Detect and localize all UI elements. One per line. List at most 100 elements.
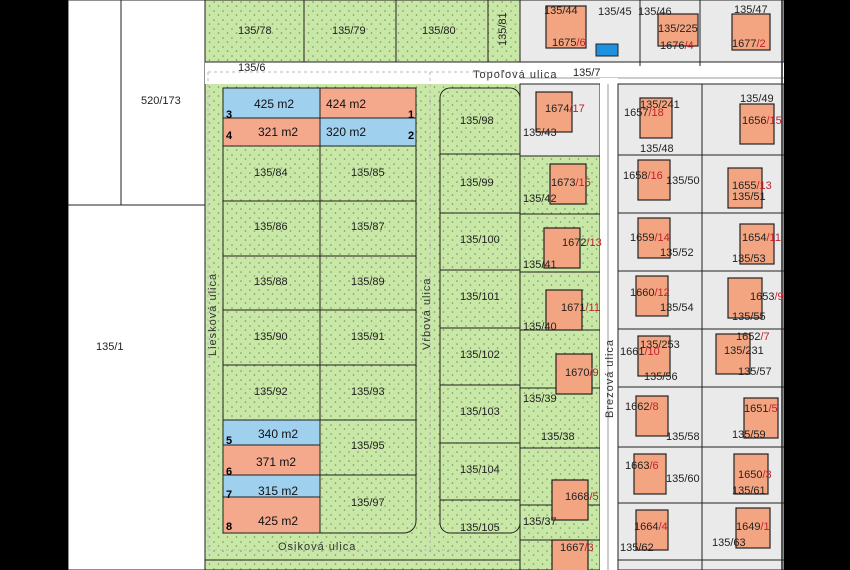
house-id: 1653: [750, 291, 775, 303]
house-id: 1652: [736, 331, 761, 343]
parcel-label: 135/99: [460, 177, 494, 189]
house-id: 1674: [545, 103, 570, 115]
road-brezova: [600, 78, 618, 570]
house-1657: [639, 97, 673, 139]
parcel-label: 135/88: [254, 276, 288, 288]
lot-number: 5: [226, 435, 233, 447]
house-1668: [551, 479, 589, 521]
house-id: 1656: [742, 115, 767, 127]
parcel-label: 135/92: [254, 386, 288, 398]
orientation-number: 4: [687, 40, 694, 52]
lot-3-area: [222, 87, 321, 119]
house-number: 1664/4: [634, 522, 668, 533]
parcel-label: 135/53: [732, 253, 766, 265]
lot-area: 371 m2: [256, 455, 297, 469]
parcel-label: 135/102: [460, 349, 500, 361]
house-number: 1653/9: [750, 292, 784, 303]
house-number: 1663/6: [625, 461, 659, 472]
house-id: 1663: [625, 460, 650, 472]
parcel-label: 135/42: [523, 193, 557, 205]
parcel-label: 135/45: [598, 6, 632, 18]
house-1674: [535, 91, 573, 133]
house-number: 1662/8: [625, 402, 659, 413]
house-1667: [551, 539, 589, 570]
slash-separator: /: [658, 521, 662, 533]
slash-separator: /: [760, 331, 764, 343]
house-number: 1668/5: [565, 492, 599, 503]
orientation-number: 10: [647, 346, 660, 358]
slash-separator: /: [576, 37, 580, 49]
orientation-number: 11: [588, 302, 600, 314]
house-id: 1672: [562, 237, 587, 249]
house-id: 1673: [551, 177, 576, 189]
house-1656: [739, 103, 775, 145]
street-label-vrbova: Vŕbová ulica: [421, 277, 433, 350]
parcel-135-81-area: [487, 0, 521, 63]
house-id: 1657: [624, 107, 649, 119]
house-id: 1670: [565, 367, 590, 379]
house-1676: [657, 13, 699, 47]
parcel-label: 135/54: [660, 302, 694, 314]
house-id: 1662: [625, 401, 650, 413]
slash-separator: /: [774, 291, 778, 303]
orientation-number: 13: [759, 180, 772, 192]
parcel-label: 135/46: [638, 6, 672, 18]
parcel-label: 135/39: [523, 393, 557, 405]
orientation-number: 1: [763, 521, 770, 533]
orientation-number: 11: [769, 232, 781, 244]
parcel-label: 135/62: [620, 542, 654, 554]
street-label-lieskova: Liesková ulica: [207, 272, 219, 356]
orientation-number: 14: [657, 232, 670, 244]
house-1673: [549, 163, 587, 205]
parcel-label: 135/60: [666, 473, 700, 485]
parcel-label: 135/44: [544, 5, 578, 17]
lot-area: 425 m2: [258, 514, 299, 528]
lot-number: 4: [226, 130, 233, 142]
lot-number: 8: [226, 521, 233, 533]
map-canvas: [68, 0, 784, 570]
parcel-label: 135/98: [460, 115, 494, 127]
house-id: 1668: [565, 491, 590, 503]
orientation-number: 17: [572, 103, 585, 115]
house-number: 1654/11: [742, 233, 781, 244]
street-label-topolova: Topoľová ulica: [473, 69, 558, 81]
lot-area: 320 m2: [326, 125, 367, 139]
house-id: 1675: [552, 37, 577, 49]
parcel-label: 135/225: [658, 23, 698, 35]
slash-separator: /: [569, 103, 573, 115]
slash-separator: /: [762, 469, 766, 481]
parcel-label: 135/78: [238, 25, 272, 37]
parcel-label: 135/85: [351, 167, 385, 179]
house-number: 1660/12: [630, 288, 670, 299]
house-1658: [637, 159, 671, 201]
parcel-label: 135/97: [351, 497, 385, 509]
house-1650: [733, 453, 769, 495]
orientation-number: 13: [589, 237, 602, 249]
lot-8-area: [222, 496, 321, 534]
house-number: 1671/11: [561, 303, 600, 314]
parcel-label: 135/93: [351, 386, 385, 398]
lot-number: 3: [226, 109, 233, 121]
orientation-number: 12: [657, 287, 670, 299]
slash-separator: /: [648, 107, 652, 119]
parcel-label: 135/63: [712, 537, 746, 549]
parcel-label: 135/58: [666, 431, 700, 443]
parcel-label: 135/80: [422, 25, 456, 37]
house-number: 1657/18: [624, 108, 664, 119]
house-id: 1659: [630, 232, 655, 244]
house-number: 1676/4: [660, 41, 694, 52]
house-1659: [637, 217, 671, 259]
street-label-osikova: Osiková ulica: [278, 541, 357, 553]
parcel-label: 135/57: [738, 366, 772, 378]
house-1677: [731, 13, 771, 51]
pool-icon: [595, 43, 619, 57]
slash-separator: /: [589, 367, 593, 379]
parcel-label: 135/91: [351, 331, 385, 343]
orientation-number: 3: [587, 542, 594, 554]
parcel-label: 135/84: [254, 167, 288, 179]
parcel-label: 135/7: [573, 67, 601, 79]
house-1672: [543, 227, 581, 269]
orientation-number: 6: [579, 37, 586, 49]
lot-area: 321 m2: [258, 125, 299, 139]
house-1662: [635, 395, 669, 437]
